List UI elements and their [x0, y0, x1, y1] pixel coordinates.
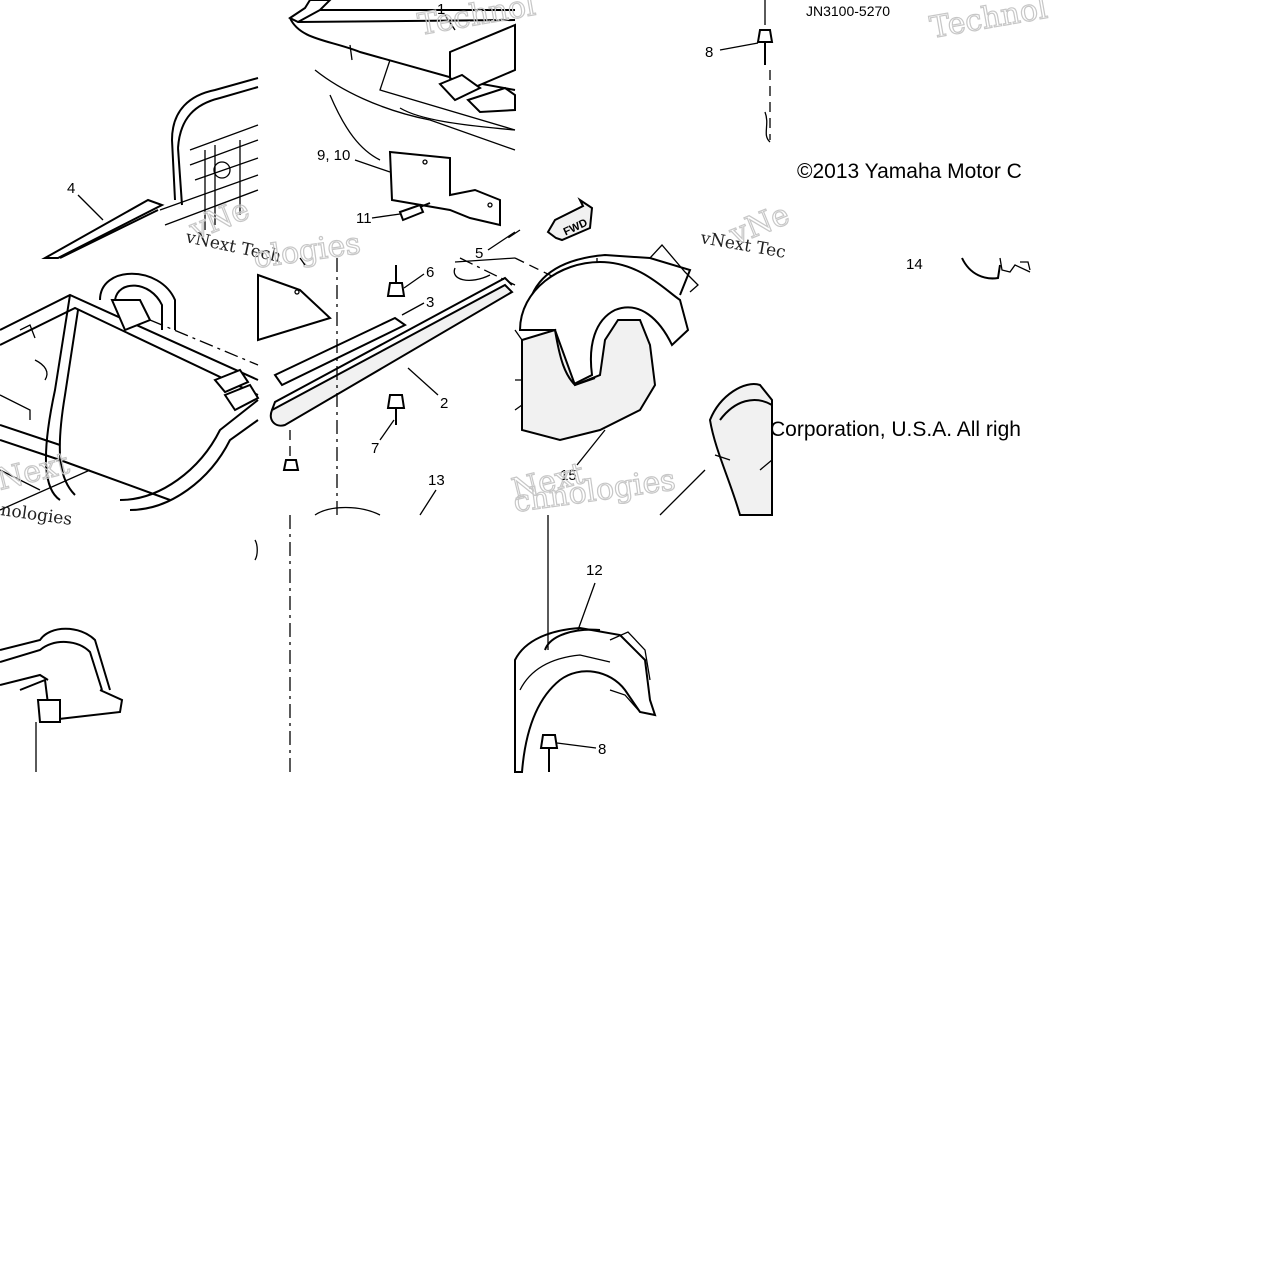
drawing-code: JN3100-5270: [806, 3, 890, 19]
copyright-line-2: Corporation, U.S.A. All righ: [770, 418, 1021, 441]
watermark-ologies-1: ologies: [251, 226, 362, 276]
callout-8-top: 8: [705, 44, 713, 61]
callout-12: 12: [586, 562, 603, 579]
callout-leader-5: [487, 231, 516, 251]
callout-leader-3: [401, 302, 425, 316]
rivet-8-top: [756, 0, 774, 143]
rivet-11: [398, 202, 431, 222]
callout-7: 7: [371, 440, 379, 457]
callout-leader-13: [419, 489, 437, 516]
watermark-technologies-2: Technol: [927, 0, 1050, 46]
callout-4: 4: [67, 180, 75, 197]
rivet-6: [386, 265, 406, 297]
watermark-technologies-1: Technol: [415, 0, 538, 43]
center-divider-line: [504, 229, 521, 241]
callout-leader-8-bottom: [556, 742, 597, 749]
callout-14: 14: [906, 256, 923, 273]
callout-leader-12: [577, 582, 596, 631]
callout-6: 6: [426, 264, 434, 281]
callout-leader-15: [576, 429, 606, 466]
callout-leader-8-top: [719, 42, 759, 51]
side-rails-2-3: [257, 257, 516, 516]
callout-leader-4: [77, 194, 104, 221]
cart-frame-left: [0, 272, 260, 511]
fwd-direction-arrow: FWD: [546, 197, 594, 242]
callout-leader-1: [444, 14, 456, 31]
copyright-line-1: ©2013 Yamaha Motor C: [797, 160, 1022, 183]
callout-13: 13: [428, 472, 445, 489]
callout-11: 11: [356, 210, 372, 227]
callout-leader-7: [379, 419, 395, 441]
part-14-fragment: [961, 257, 1031, 280]
rivet-7: [386, 394, 406, 425]
callout-2: 2: [440, 395, 448, 412]
watermark-next-1: Next: [0, 446, 73, 498]
rivet-8-bottom: [539, 734, 559, 772]
seat-base-assembly: [288, 0, 516, 161]
watermark-ologies-2: nologies: [0, 500, 73, 530]
rear-frame-top-left: [41, 77, 259, 259]
callout-1: 1: [437, 1, 445, 18]
callout-5: 5: [475, 245, 483, 262]
callout-15: 15: [560, 467, 577, 484]
cart-frame-bottom-left: [0, 515, 291, 772]
callout-3: 3: [426, 294, 434, 311]
callout-9-10: 9, 10: [317, 147, 350, 164]
callout-leader-6: [403, 273, 425, 289]
callout-leader-11: [371, 213, 401, 219]
fender-15: [514, 260, 773, 516]
callout-8-bottom: 8: [598, 741, 606, 758]
callout-leader-9-10: [354, 159, 391, 173]
fender-12: [514, 515, 657, 773]
callout-leader-2: [407, 367, 439, 396]
